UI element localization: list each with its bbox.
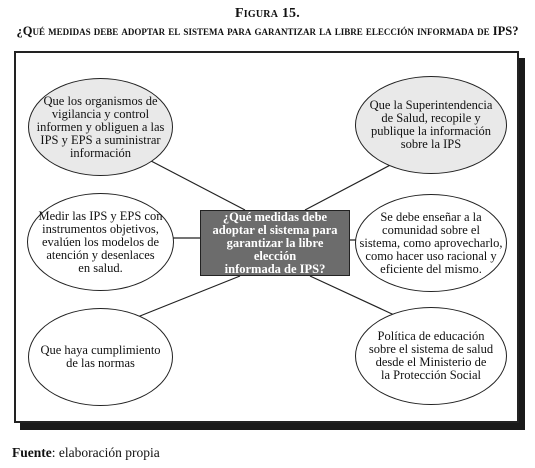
figure-question: ¿Qué medidas debe adoptar el sistema par… (16, 24, 519, 38)
oval-mid-right-text: Se debe enseñar a la comunidad sobre el … (359, 209, 503, 276)
oval-top-right: Que la Superintendencia de Salud, recopi… (355, 76, 507, 174)
figure-title: Figura 15. (235, 6, 300, 21)
oval-mid-right: Se debe enseñar a la comunidad sobre el … (355, 194, 507, 292)
oval-mid-left: Medir las IPS y EPS con instrumentos obj… (27, 193, 174, 291)
source-text: : elaboración propia (51, 445, 160, 460)
oval-bottom-right-text: Política de educación sobre el sistema d… (368, 329, 494, 382)
connector-bottom-left (129, 275, 241, 321)
oval-top-left-text: Que los organismos de vigilancia y contr… (36, 93, 165, 160)
connector-bottom-right (309, 275, 406, 321)
oval-mid-left-text: Medir las IPS y EPS con instrumentos obj… (38, 208, 163, 275)
source-label: Fuente (12, 445, 52, 460)
central-question-text: ¿Qué medidas debe adoptar el sistema par… (212, 209, 338, 276)
figure-source: Fuente: elaboración propia (12, 445, 160, 461)
oval-bottom-left: Que haya cumplimiento de las normas (28, 308, 173, 406)
oval-top-right-text: Que la Superintendencia de Salud, recopi… (369, 98, 493, 151)
central-question-box: ¿Qué medidas debe adoptar el sistema par… (200, 210, 350, 276)
oval-top-left: Que los organismos de vigilancia y contr… (28, 78, 173, 176)
oval-bottom-right: Política de educación sobre el sistema d… (355, 307, 507, 405)
oval-bottom-left-text: Que haya cumplimiento de las normas (40, 343, 161, 370)
